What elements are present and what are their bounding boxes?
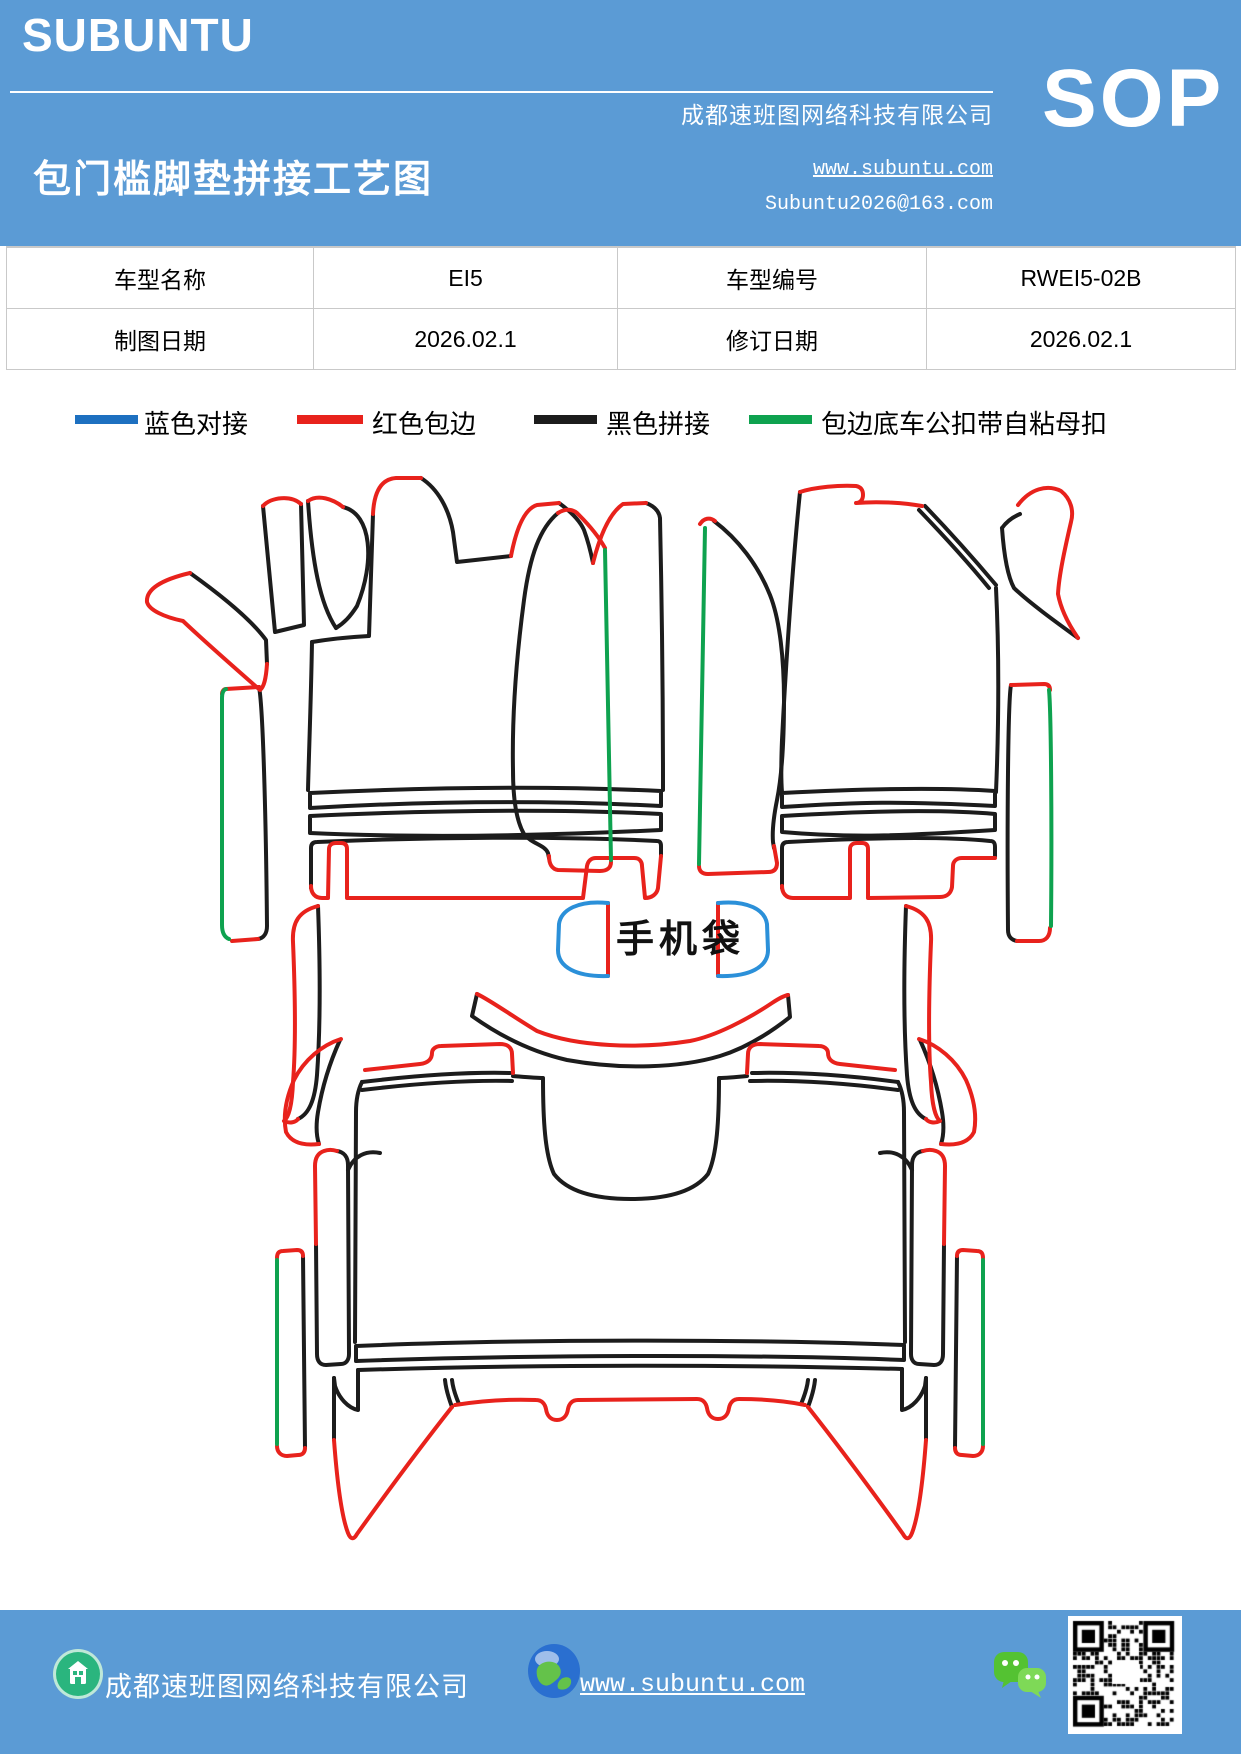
footer-website-link[interactable]: www.subuntu.com [580,1670,806,1699]
legend-label-green: 包边底车公扣带自粘母扣 [821,409,1108,439]
footer-banner: 成都速班图网络科技有限公司 www.subuntu.com [0,1610,1241,1754]
table-label-model-name: 车型名称 [7,248,314,309]
brand-logo: SUBUNTU [22,9,254,61]
wechat-icon [994,1652,1046,1698]
home-icon [53,1649,103,1699]
black-splice-lines [188,476,1080,1450]
header-contact-block: 成都速班图网络科技有限公司 www.subuntu.com Subuntu202… [681,96,993,216]
header-company-name: 成都速班图网络科技有限公司 [681,104,993,130]
blue-butt-joint-lines [556,900,770,979]
table-label-draw-date: 制图日期 [7,309,314,370]
legend-label-black: 黑色拼接 [606,409,711,439]
qr-code [1068,1616,1182,1734]
vehicle-info-table: 车型名称 EI5 车型编号 RWEI5-02B 制图日期 2026.02.1 修… [6,246,1236,370]
legend-swatch-blue [75,415,138,424]
globe-icon [528,1644,580,1698]
legend-label-blue: 蓝色对接 [144,409,249,439]
table-label-revise-date: 修订日期 [618,309,927,370]
legend-swatch-red [297,415,363,424]
table-value-draw-date: 2026.02.1 [314,309,618,370]
page-title: 包门槛脚垫拼接工艺图 [33,159,434,201]
red-binding-lines [145,476,1080,1541]
header-divider [10,91,993,93]
legend-label-red: 红色包边 [372,409,477,439]
sop-badge: SOP [1042,53,1225,144]
table-value-model-name: EI5 [314,248,618,309]
green-buckle-lines [220,526,1054,1446]
table-label-model-code: 车型编号 [618,248,927,309]
header-email[interactable]: Subuntu2026@163.com [764,193,993,216]
legend-swatch-green [749,415,812,424]
header-website-link[interactable]: www.subuntu.com [812,158,993,181]
table-value-model-code: RWEI5-02B [927,248,1236,309]
footer-company-name: 成都速班图网络科技有限公司 [105,1675,469,1705]
legend: 蓝色对接 红色包边 黑色拼接 包边底车公扣带自粘母扣 [0,368,1241,440]
table-value-revise-date: 2026.02.1 [927,309,1236,370]
legend-swatch-black [534,415,597,424]
phone-pocket-label: 手机袋 [616,919,745,961]
header-banner [0,0,1241,246]
